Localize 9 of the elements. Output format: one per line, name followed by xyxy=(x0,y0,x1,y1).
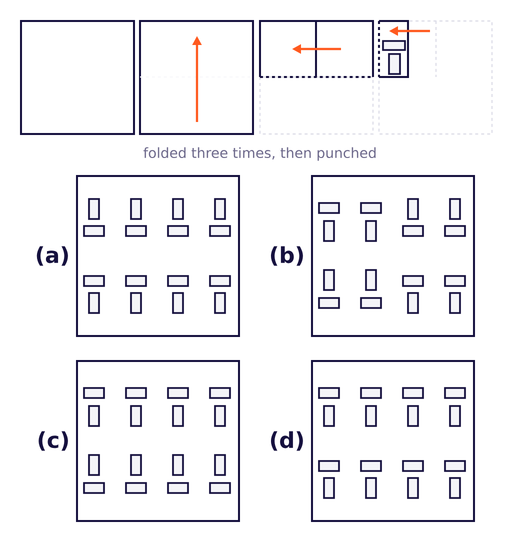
option-label: (a) xyxy=(36,246,68,266)
answer-option-box xyxy=(311,360,475,522)
caption-text: folded three times, then punched xyxy=(143,147,376,161)
option-label: (b) xyxy=(270,246,303,266)
answer-option-box xyxy=(76,360,240,522)
answer-option-box xyxy=(76,175,240,337)
option-label: (d) xyxy=(270,431,303,451)
option-label: (c) xyxy=(38,431,68,451)
answer-option-box xyxy=(311,175,475,337)
